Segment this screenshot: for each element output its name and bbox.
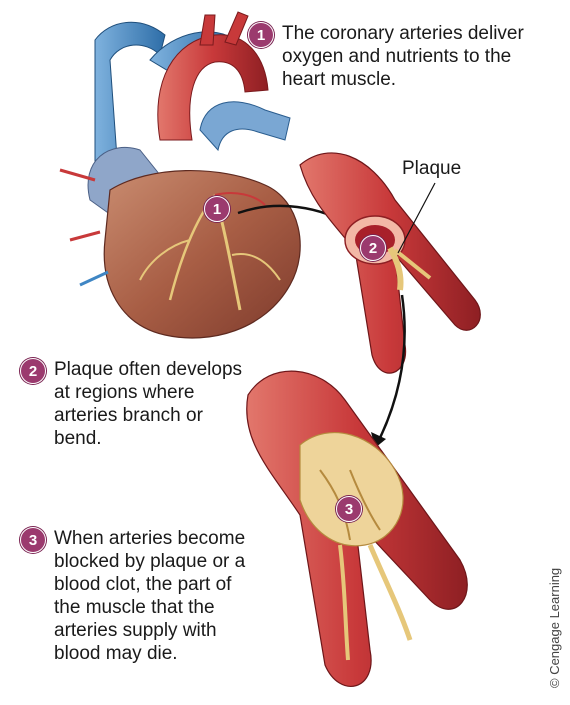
step-1-caption: The coronary arteries deliver oxygen and…: [282, 22, 553, 91]
marker-heart-badge: 1: [204, 196, 230, 222]
step-1: 1 The coronary arteries deliver oxygen a…: [248, 22, 553, 91]
marker-branch-badge: 2: [360, 235, 386, 261]
marker-blocked-badge: 3: [336, 496, 362, 522]
step-3: 3 When arteries become blocked by plaque…: [20, 527, 248, 665]
step-1-badge: 1: [248, 22, 274, 48]
plaque-label: Plaque: [402, 158, 461, 180]
copyright-credit: © Cengage Learning: [547, 568, 562, 688]
step-2-caption: Plaque often develops at regions where a…: [54, 358, 245, 450]
artery-branch-drawing: [300, 153, 480, 373]
step-3-badge: 3: [20, 527, 46, 553]
blocked-artery-drawing: [247, 371, 468, 686]
step-2-badge: 2: [20, 358, 46, 384]
step-2: 2 Plaque often develops at regions where…: [20, 358, 245, 450]
step-3-caption: When arteries become blocked by plaque o…: [54, 527, 248, 665]
